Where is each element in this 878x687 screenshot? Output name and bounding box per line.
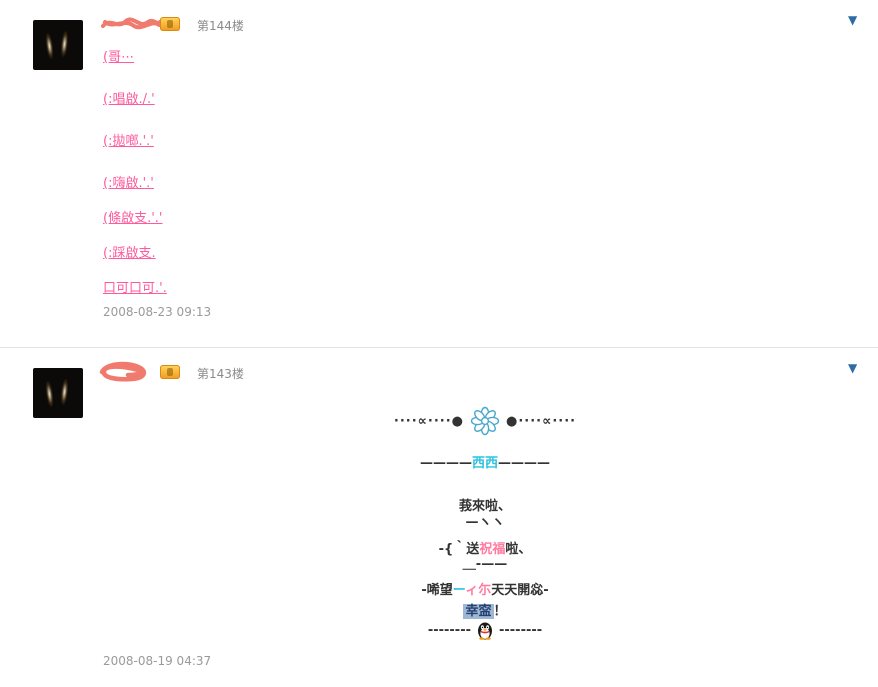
post-text-link[interactable]: 口可口可.'.: [103, 281, 167, 296]
line-text: -唏望: [421, 583, 453, 598]
avatar[interactable]: [33, 20, 83, 70]
avatar-light-streak: [59, 29, 70, 59]
post-text-link[interactable]: (:嗨啟.'.': [103, 176, 154, 191]
signature-line: 莪來啦、: [458, 499, 511, 514]
dashes: --------: [499, 623, 543, 638]
avatar[interactable]: [33, 368, 83, 418]
post-divider: [0, 347, 878, 348]
signature-name: 西西: [471, 456, 498, 471]
deco-right: ●····∝····: [506, 413, 577, 429]
deco-line: ····∝····● ●····∝····: [335, 406, 635, 436]
floor-label: 第144楼: [197, 19, 244, 33]
avatar-light-streak: [59, 377, 70, 407]
avatar-light-streak: [44, 31, 55, 61]
post-text-link[interactable]: (:唱啟./.': [103, 92, 155, 107]
signature-line: 幸寍！: [335, 600, 635, 619]
qq-penguin-icon: [478, 622, 492, 640]
dashes: --------: [427, 623, 471, 638]
line-text: -{｀送: [438, 542, 480, 557]
signature-line: -{｀送祝福啦、: [335, 538, 635, 557]
dashes: ————: [498, 456, 550, 471]
post-text-link[interactable]: (條啟支.'.': [103, 211, 163, 226]
level-badge-icon: [160, 365, 180, 379]
line-text-colored: ー: [452, 583, 466, 598]
level-badge-icon: [160, 17, 180, 31]
line-text: ！: [493, 604, 507, 619]
dashes: ————: [419, 456, 472, 471]
signature-line: -唏望ーィ尓天天開惢-: [335, 579, 635, 598]
collapse-triangle-icon[interactable]: ▼: [848, 13, 858, 27]
post-text-link[interactable]: (:拋啷.'.': [103, 134, 154, 149]
signature-line: —ヽヽ: [465, 515, 505, 530]
signature-name-line: ————西西————: [335, 452, 635, 471]
signature-line: ＿-——: [462, 557, 508, 572]
collapse-triangle-icon[interactable]: ▼: [848, 361, 858, 375]
line-text-colored: ィ尓: [465, 583, 492, 598]
line-text: 天天開惢-: [491, 583, 549, 598]
flower-icon: [470, 406, 500, 436]
signature-line: -------- --------: [335, 621, 635, 640]
post-timestamp: 2008-08-23 09:13: [103, 305, 212, 319]
post-text-link[interactable]: (哥⋯: [103, 50, 135, 65]
line-text-colored: 祝福: [479, 542, 506, 557]
post-text-link[interactable]: (:踩啟支.: [103, 246, 156, 261]
redacted-username-scribble: [101, 17, 162, 30]
floor-label: 第143楼: [197, 367, 244, 381]
avatar-light-streak: [44, 379, 55, 409]
post-timestamp: 2008-08-19 04:37: [103, 654, 212, 668]
highlighted-text: 幸寍: [463, 604, 494, 619]
redacted-username-scribble: [99, 361, 146, 382]
line-text: 啦、: [505, 542, 532, 557]
deco-left: ····∝····●: [393, 413, 464, 429]
